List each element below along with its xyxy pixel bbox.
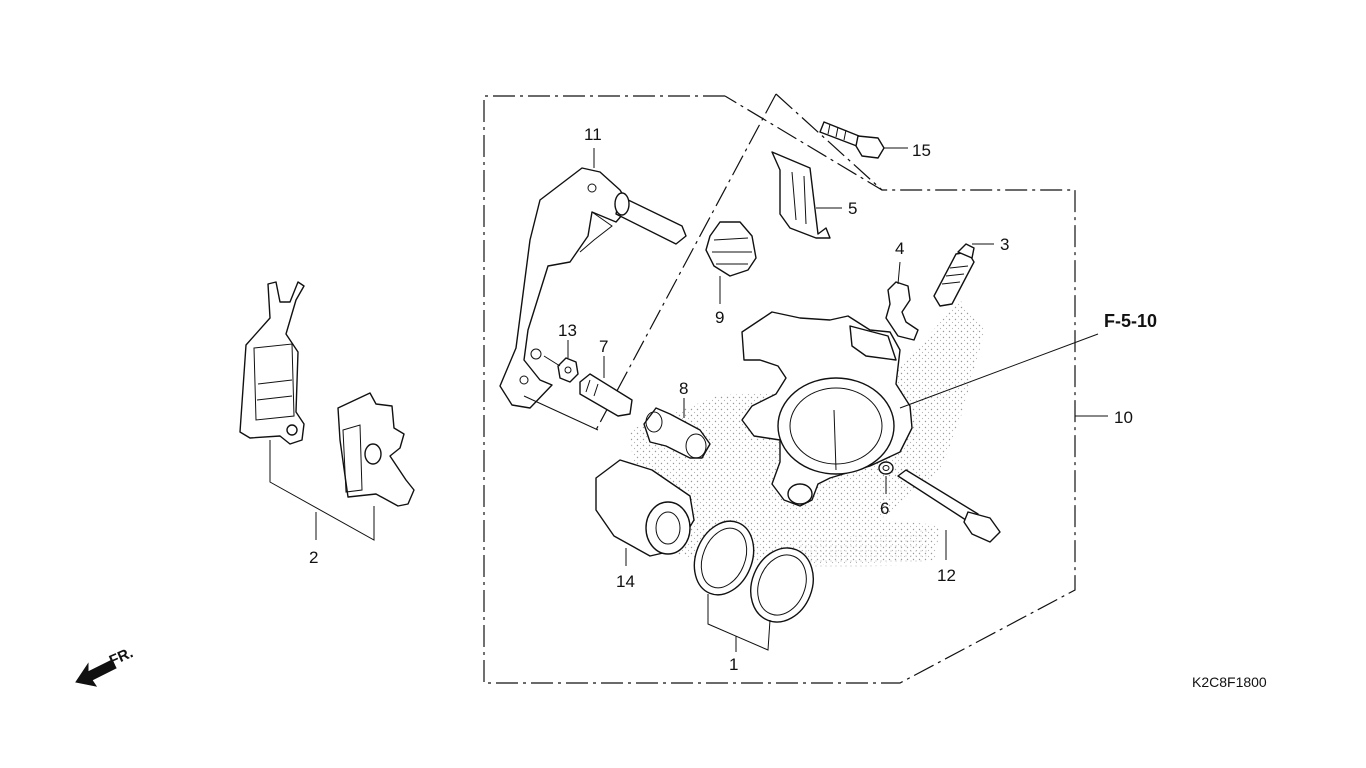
- part-label-14: 14: [616, 572, 635, 591]
- seal-set: [693, 520, 814, 623]
- pin-bolt: [897, 469, 1001, 543]
- washer: [878, 461, 894, 475]
- slide-pin: [579, 373, 633, 417]
- caliper-bracket: [499, 167, 687, 409]
- brake-pad-set: [239, 281, 415, 507]
- part-label-7: 7: [599, 337, 608, 356]
- pin: [643, 407, 711, 459]
- leader-lines: [269, 147, 1108, 652]
- section-reference-label[interactable]: F-5-10: [1104, 311, 1157, 331]
- arrow-left-icon: [75, 659, 117, 687]
- front-direction-arrow: FR.: [75, 644, 136, 687]
- part-label-15: 15: [912, 141, 931, 160]
- pad-spring: [771, 151, 831, 239]
- front-label: FR.: [107, 644, 136, 669]
- part-label-12: 12: [937, 566, 956, 585]
- assembly-boundary: [483, 93, 1076, 684]
- part-label-3: 3: [1000, 235, 1009, 254]
- part-label-8: 8: [679, 379, 688, 398]
- part-label-2: 2: [309, 548, 318, 567]
- part-label-13: 13: [558, 321, 577, 340]
- pin-boot: [705, 221, 757, 277]
- part-label-11: 11: [584, 125, 602, 144]
- caliper-bolt: [819, 121, 885, 159]
- part-label-10: 10: [1114, 408, 1133, 427]
- part-label-6: 6: [880, 499, 889, 518]
- bleeder-cap: [885, 281, 919, 341]
- part-label-5: 5: [848, 199, 857, 218]
- nut: [557, 357, 579, 383]
- part-label-1: 1: [729, 655, 738, 674]
- part-label-9: 9: [715, 308, 724, 327]
- caliper-body: [741, 311, 913, 507]
- piston: [595, 459, 695, 557]
- drawing-code: K2C8F1800: [1192, 674, 1267, 690]
- bleeder-screw: [933, 243, 975, 307]
- part-label-4: 4: [895, 239, 904, 258]
